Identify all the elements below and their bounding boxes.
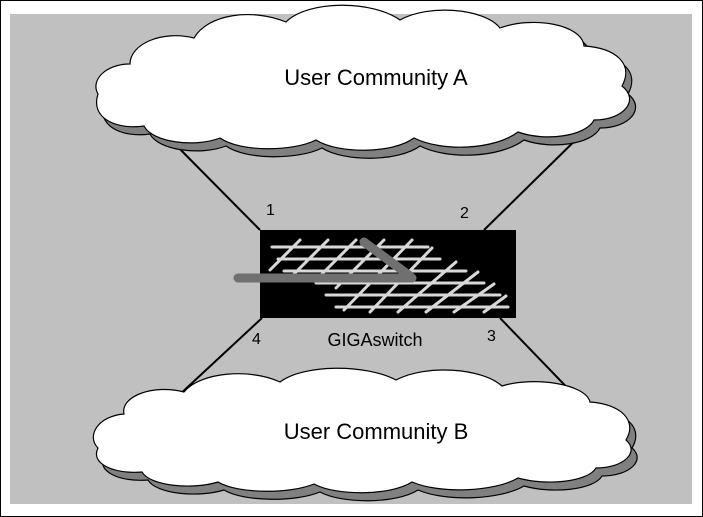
port-label-2: 2 [460, 205, 469, 222]
switch-label: GIGAswitch [327, 330, 422, 350]
path-output-bar [359, 237, 415, 281]
cloud-a-label: User Community A [284, 65, 468, 90]
grid-line [292, 238, 330, 276]
port-label-3: 3 [487, 328, 496, 345]
cloud-body [92, 367, 632, 494]
port-label-4: 4 [252, 331, 261, 348]
grid-line [316, 238, 358, 280]
grid-line [268, 238, 302, 272]
gigaswitch: GIGAswitch [233, 230, 516, 350]
cloud-community-a: User Community A [95, 4, 637, 159]
port-labels: 1 2 3 4 [252, 202, 496, 348]
grid-line [482, 294, 508, 314]
cloud-community-b: User Community B [92, 367, 638, 502]
grid-line [396, 260, 458, 314]
port-label-1: 1 [266, 202, 275, 219]
grid-line [452, 282, 496, 314]
cloud-b-label: User Community B [284, 419, 469, 444]
grid-line [424, 270, 480, 314]
cloud-body [95, 4, 631, 151]
switch-path-arrow [233, 237, 417, 283]
